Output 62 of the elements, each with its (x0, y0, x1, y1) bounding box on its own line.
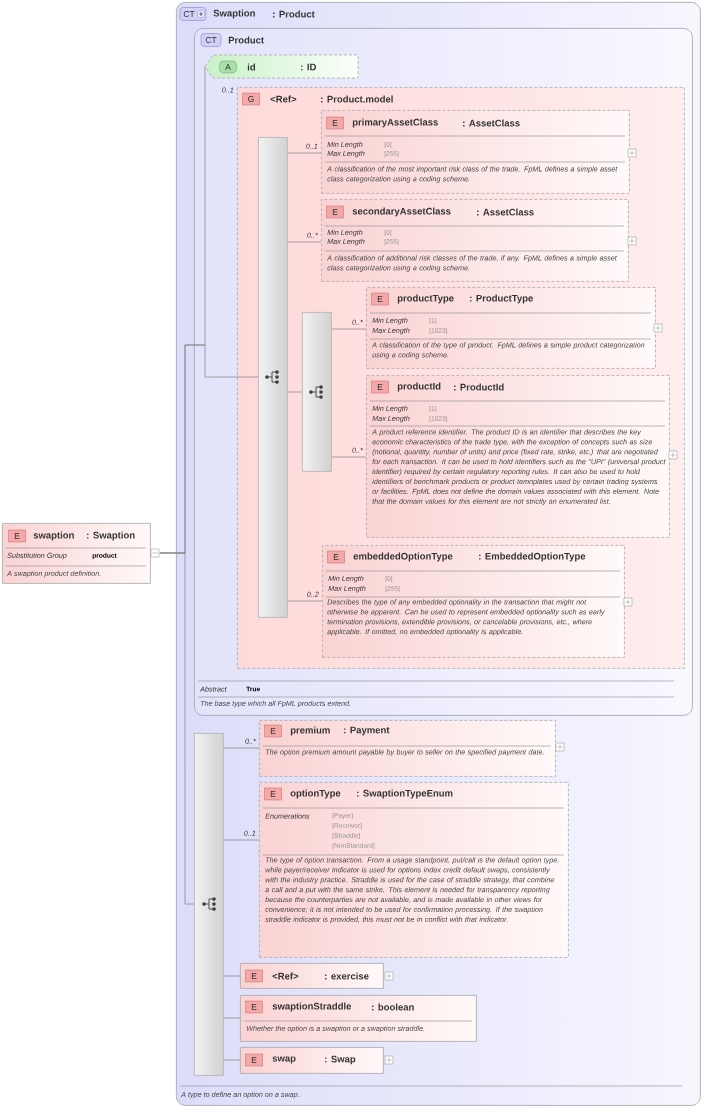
element-box (259, 782, 569, 958)
element-name: id (247, 63, 255, 71)
connector-line (223, 1017, 241, 1019)
element-name: : ProductId (454, 383, 504, 391)
connector-line (287, 152, 322, 154)
element-name: : ProductType (470, 294, 533, 304)
connector-line (331, 456, 367, 458)
compositor-bar (302, 312, 332, 472)
element-name: <Ref> (270, 95, 297, 103)
element-name: : Swaption (87, 531, 135, 541)
element-name: productType (397, 294, 454, 304)
element-box (240, 995, 477, 1042)
type-badge: E (245, 969, 263, 983)
element-name: embeddedOptionType (353, 552, 453, 562)
connector-line (159, 552, 195, 905)
connector-line (223, 839, 260, 841)
type-badge: E (371, 292, 389, 306)
attribute-box (204, 54, 359, 79)
compositor-bar (194, 733, 224, 1076)
element-name: swaptionStraddle (272, 1002, 352, 1012)
type-badge: G (242, 92, 260, 106)
type-badge: CT (200, 33, 222, 47)
element-name: : exercise (325, 972, 369, 980)
type-badge: E (264, 724, 282, 738)
type-badge: E (8, 529, 26, 543)
element-name: : SwaptionTypeEnum (357, 789, 453, 799)
type-badge: E (245, 1000, 263, 1014)
element-name: : Product (273, 10, 315, 18)
compositor-bar (258, 137, 288, 618)
element-name: : ID (301, 63, 316, 71)
element-name: optionType (290, 789, 341, 799)
element-name: swap (272, 1056, 296, 1064)
connector-line (331, 328, 367, 330)
type-badge: CT (179, 7, 207, 21)
type-badge: E (326, 205, 344, 219)
type-badge: E (371, 380, 389, 394)
type-badge: E (264, 787, 282, 801)
element-name: primaryAssetClass (352, 118, 438, 128)
connector-line (287, 600, 323, 602)
element-name: : Product.model (321, 95, 393, 103)
type-badge: E (326, 116, 344, 130)
element-name: : AssetClass (477, 208, 534, 216)
element-name: Swaption (213, 9, 255, 19)
element-name: premium (290, 726, 330, 736)
type-badge: E (327, 550, 345, 564)
element-name: swaption (33, 531, 74, 541)
connector-line (287, 241, 322, 243)
element-name: productId (397, 382, 441, 392)
element-name: : boolean (372, 1003, 414, 1011)
connector-line (287, 391, 303, 393)
element-name: : Swap (325, 1055, 356, 1065)
type-badge: A (219, 60, 237, 74)
connector-line (223, 1059, 241, 1061)
element-name: Product (228, 36, 264, 44)
element-name: : AssetClass (463, 119, 520, 127)
element-name: : EmbeddedOptionType (479, 552, 586, 562)
element-name: : Payment (344, 726, 390, 736)
connector-line (223, 747, 260, 749)
element-name: <Ref> (272, 972, 299, 980)
type-badge: E (245, 1053, 263, 1067)
element-name: secondaryAssetClass (352, 207, 451, 217)
connector-line (223, 975, 241, 977)
